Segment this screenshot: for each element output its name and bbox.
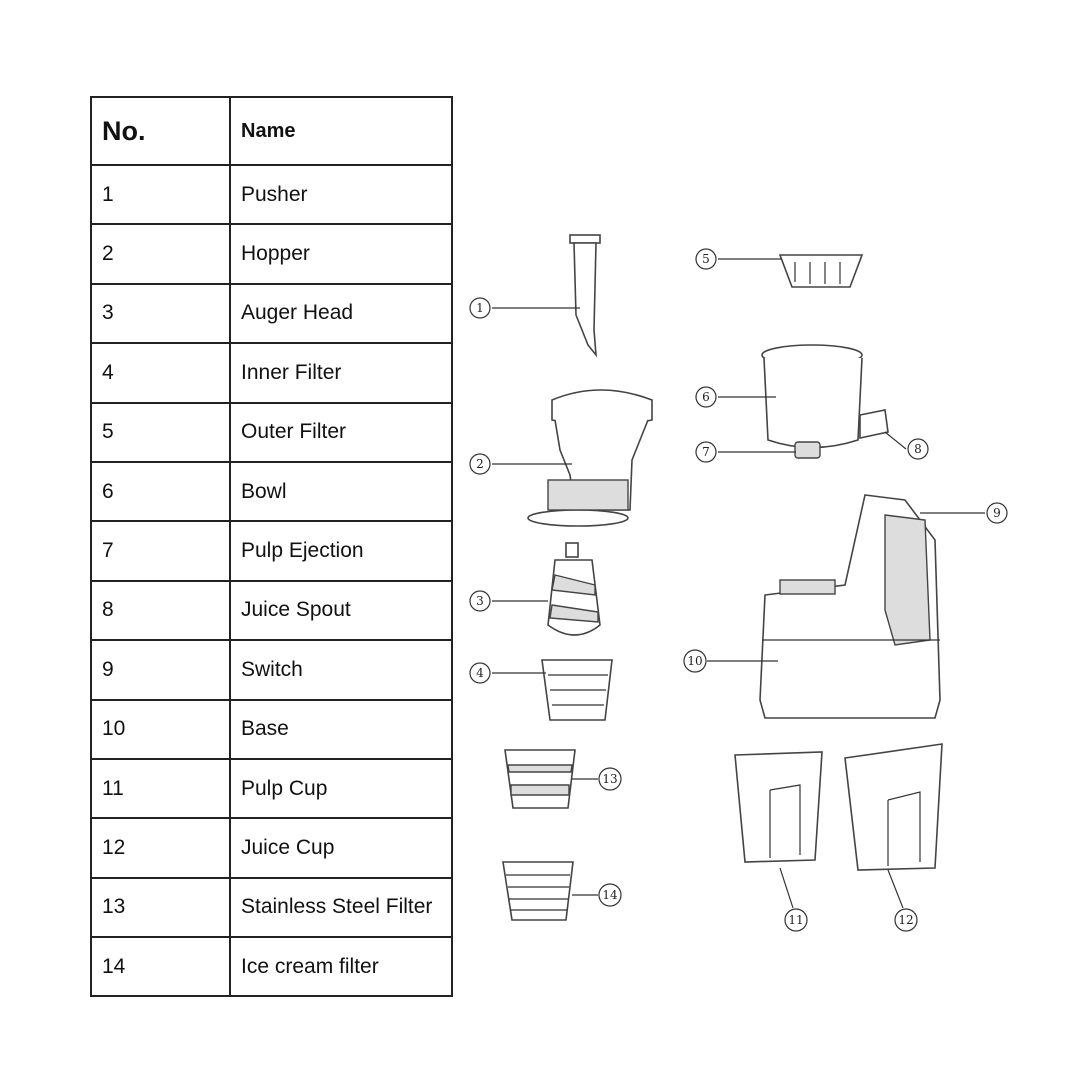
- header-name: Name: [229, 96, 453, 166]
- part-number: 9: [90, 639, 231, 701]
- part-number: 1: [90, 163, 231, 226]
- callout-9: 9: [986, 502, 1008, 524]
- part-ice-cream-filter: [502, 861, 574, 921]
- part-name: Switch: [229, 639, 453, 701]
- part-number: 10: [90, 698, 231, 760]
- callout-14: 14: [598, 883, 622, 907]
- part-name: Inner Filter: [229, 342, 453, 404]
- callout-13: 13: [598, 767, 622, 791]
- leader-lines: [492, 258, 985, 909]
- part-auger-head: [547, 542, 601, 636]
- part-number: 2: [90, 223, 231, 285]
- table-header-row: No. Name: [90, 96, 453, 166]
- part-number: 5: [90, 401, 231, 463]
- svg-text:12: 12: [898, 913, 913, 927]
- svg-text:6: 6: [702, 390, 710, 404]
- svg-text:13: 13: [602, 772, 617, 786]
- svg-text:7: 7: [702, 445, 710, 459]
- part-stainless-steel-filter: [504, 749, 576, 809]
- part-juice-cup: [844, 743, 943, 871]
- part-name: Bowl: [229, 460, 453, 523]
- callout-8: 8: [907, 438, 929, 460]
- part-number: 12: [90, 817, 231, 879]
- svg-text:4: 4: [476, 666, 484, 680]
- part-name: Pulp Ejection: [229, 520, 453, 582]
- callout-4: 4: [469, 662, 491, 684]
- callout-7: 7: [695, 441, 717, 463]
- part-name: Stainless Steel Filter: [229, 876, 453, 939]
- part-bowl: [761, 344, 889, 459]
- svg-text:5: 5: [702, 252, 710, 266]
- part-number: 14: [90, 936, 231, 998]
- part-name: Pulp Cup: [229, 757, 453, 820]
- svg-text:3: 3: [476, 594, 484, 608]
- callout-2: 2: [469, 453, 491, 475]
- svg-text:14: 14: [602, 888, 618, 902]
- callout-6: 6: [695, 386, 717, 408]
- svg-text:1: 1: [476, 301, 484, 315]
- part-number: 4: [90, 342, 231, 404]
- svg-text:10: 10: [687, 654, 702, 668]
- part-name: Outer Filter: [229, 401, 453, 463]
- part-name: Juice Cup: [229, 817, 453, 879]
- svg-text:2: 2: [476, 457, 484, 471]
- part-name: Hopper: [229, 223, 453, 285]
- part-number: 3: [90, 282, 231, 345]
- callout-1: 1: [469, 297, 491, 319]
- part-outer-filter: [778, 254, 864, 288]
- part-pusher: [569, 234, 601, 358]
- svg-text:11: 11: [788, 913, 803, 927]
- callout-3: 3: [469, 590, 491, 612]
- part-number: 7: [90, 520, 231, 582]
- part-name: Juice Spout: [229, 579, 453, 642]
- part-pulp-cup: [734, 751, 823, 863]
- part-inner-filter: [541, 659, 613, 721]
- svg-text:9: 9: [993, 506, 1001, 520]
- callout-5: 5: [695, 248, 717, 270]
- part-hopper: [527, 389, 653, 527]
- header-no: No.: [90, 96, 231, 166]
- part-name: Pusher: [229, 163, 453, 226]
- part-base: [759, 494, 941, 719]
- part-name: Ice cream filter: [229, 936, 453, 998]
- callout-12: 12: [894, 908, 918, 932]
- callout-10: 10: [683, 649, 707, 673]
- part-number: 11: [90, 757, 231, 820]
- part-number: 8: [90, 579, 231, 642]
- callout-11: 11: [784, 908, 808, 932]
- part-number: 13: [90, 876, 231, 939]
- part-name: Auger Head: [229, 282, 453, 345]
- svg-text:8: 8: [914, 442, 922, 456]
- part-number: 6: [90, 460, 231, 523]
- part-name: Base: [229, 698, 453, 760]
